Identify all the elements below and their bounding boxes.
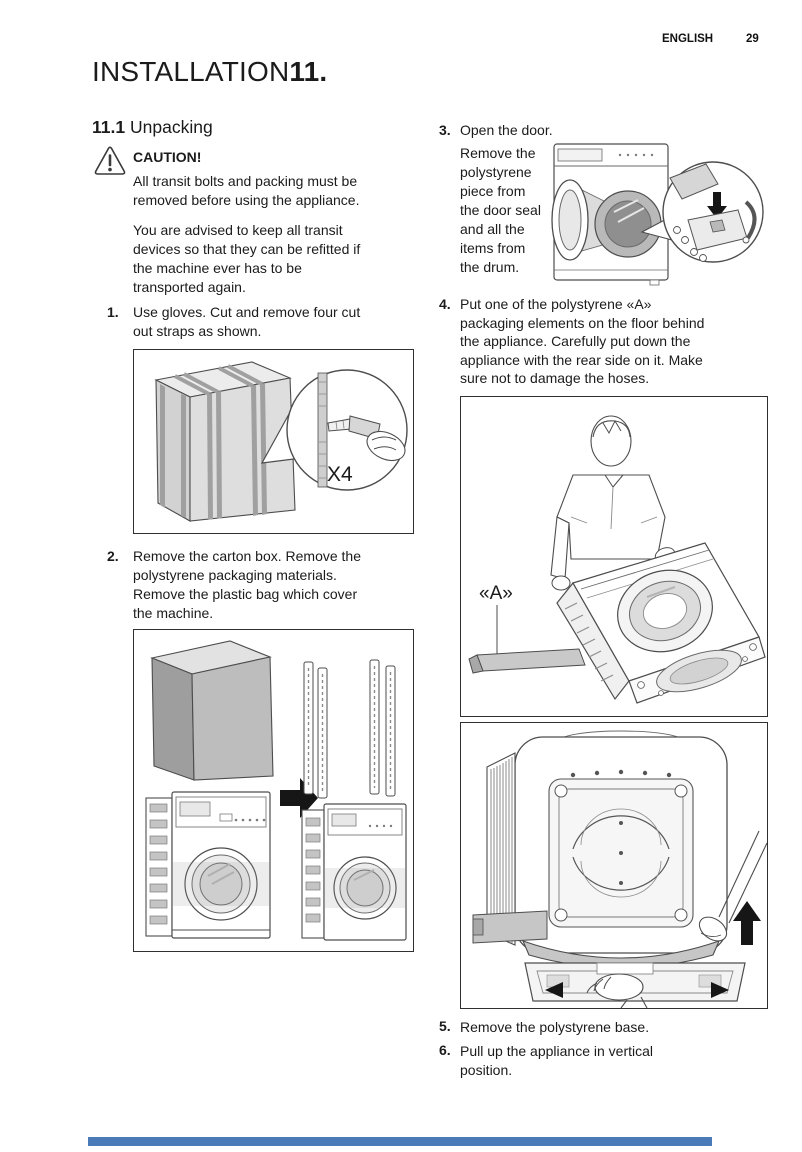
- figure-remove-base: [460, 722, 768, 1009]
- header-language: ENGLISH: [662, 33, 714, 45]
- step-4-line: sure not to damage the hoses.: [460, 370, 650, 387]
- step-6-line: Pull up the appliance in vertical: [460, 1043, 654, 1059]
- step-4-text: Put one of the polystyrene «A» packaging…: [460, 295, 704, 388]
- step-6-line: position.: [460, 1062, 513, 1078]
- step-4-line: packaging elements on the floor behind: [460, 314, 705, 331]
- step-2-line: Remove the plastic bag which cover: [133, 586, 358, 602]
- caution-p1-line: All transit bolts and packing must be: [133, 173, 358, 189]
- caution-p1-line: removed before using the appliance.: [133, 192, 360, 208]
- step-3-line: polystyrene: [460, 164, 532, 180]
- section-number: 11.1: [92, 117, 126, 137]
- header-page-number: 29: [746, 33, 759, 45]
- caution-p2-line: devices so that they can be refitted if: [133, 241, 361, 257]
- figure-remove-carton: [133, 629, 414, 952]
- packaging-element-label: «A»: [479, 583, 513, 604]
- step-6-number: 6.: [439, 1042, 451, 1058]
- chapter-title: INSTALLATION11.: [92, 56, 327, 88]
- caution-p2-line: transported again.: [133, 279, 246, 295]
- caution-label: CAUTION!: [133, 149, 202, 165]
- caution-p2-line: You are advised to keep all transit: [133, 222, 343, 238]
- step-3-line: piece from: [460, 183, 526, 199]
- step-6-text: Pull up the appliance in vertical positi…: [460, 1042, 653, 1080]
- chapter-name: INSTALLATION: [92, 56, 290, 87]
- caution-p2-line: the machine ever has to be: [133, 260, 302, 276]
- figure-open-door: [550, 136, 768, 288]
- caution-paragraph-1: All transit bolts and packing must be re…: [133, 172, 359, 210]
- step-1-number: 1.: [107, 304, 119, 320]
- step-3-line: the door seal: [460, 202, 541, 218]
- step-3-line1: Open the door.: [460, 122, 553, 138]
- step-3-number: 3.: [439, 122, 451, 138]
- step-2-text: Remove the carton box. Remove the polyst…: [133, 547, 361, 623]
- figure-cut-straps: X4: [133, 349, 414, 534]
- step-3-line: and all the: [460, 221, 525, 237]
- step-2-line: Remove the carton box. Remove the: [133, 548, 362, 564]
- step-5-number: 5.: [439, 1018, 451, 1034]
- caution-triangle-icon: [93, 145, 127, 177]
- step-1-text: Use gloves. Cut and remove four cut out …: [133, 303, 360, 341]
- section-name: Unpacking: [129, 117, 213, 137]
- footer-accent-bar: [88, 1137, 712, 1146]
- step-4-number: 4.: [439, 296, 451, 312]
- step-3-line: Remove the: [460, 145, 536, 161]
- step-3-text: Remove the polystyrene piece from the do…: [460, 144, 541, 277]
- section-heading: 11.1 Unpacking: [92, 117, 213, 138]
- step-5-line: Remove the polystyrene base.: [460, 1019, 650, 1035]
- chapter-number: 11.: [289, 56, 328, 87]
- step-3-line: the drum.: [460, 259, 520, 275]
- figure-tilt-appliance: «A»: [460, 396, 768, 717]
- step-2-line: polystyrene packaging materials.: [133, 567, 337, 583]
- step-5-text: Remove the polystyrene base.: [460, 1018, 649, 1037]
- step-2-line: the machine.: [133, 605, 214, 621]
- step-3-line: items from: [460, 240, 526, 256]
- caution-paragraph-2: You are advised to keep all transit devi…: [133, 221, 360, 297]
- step-1-line: out straps as shown.: [133, 323, 262, 339]
- cut-straps-count-label: X4: [327, 463, 353, 486]
- step-4-line: appliance with the rear side on it. Make: [460, 351, 703, 368]
- step-4-line: Put one of the polystyrene «A»: [460, 296, 652, 312]
- step-2-number: 2.: [107, 548, 119, 564]
- step-4-line: the appliance. Carefully put down the: [460, 333, 691, 350]
- step-1-line: Use gloves. Cut and remove four cut: [133, 304, 361, 320]
